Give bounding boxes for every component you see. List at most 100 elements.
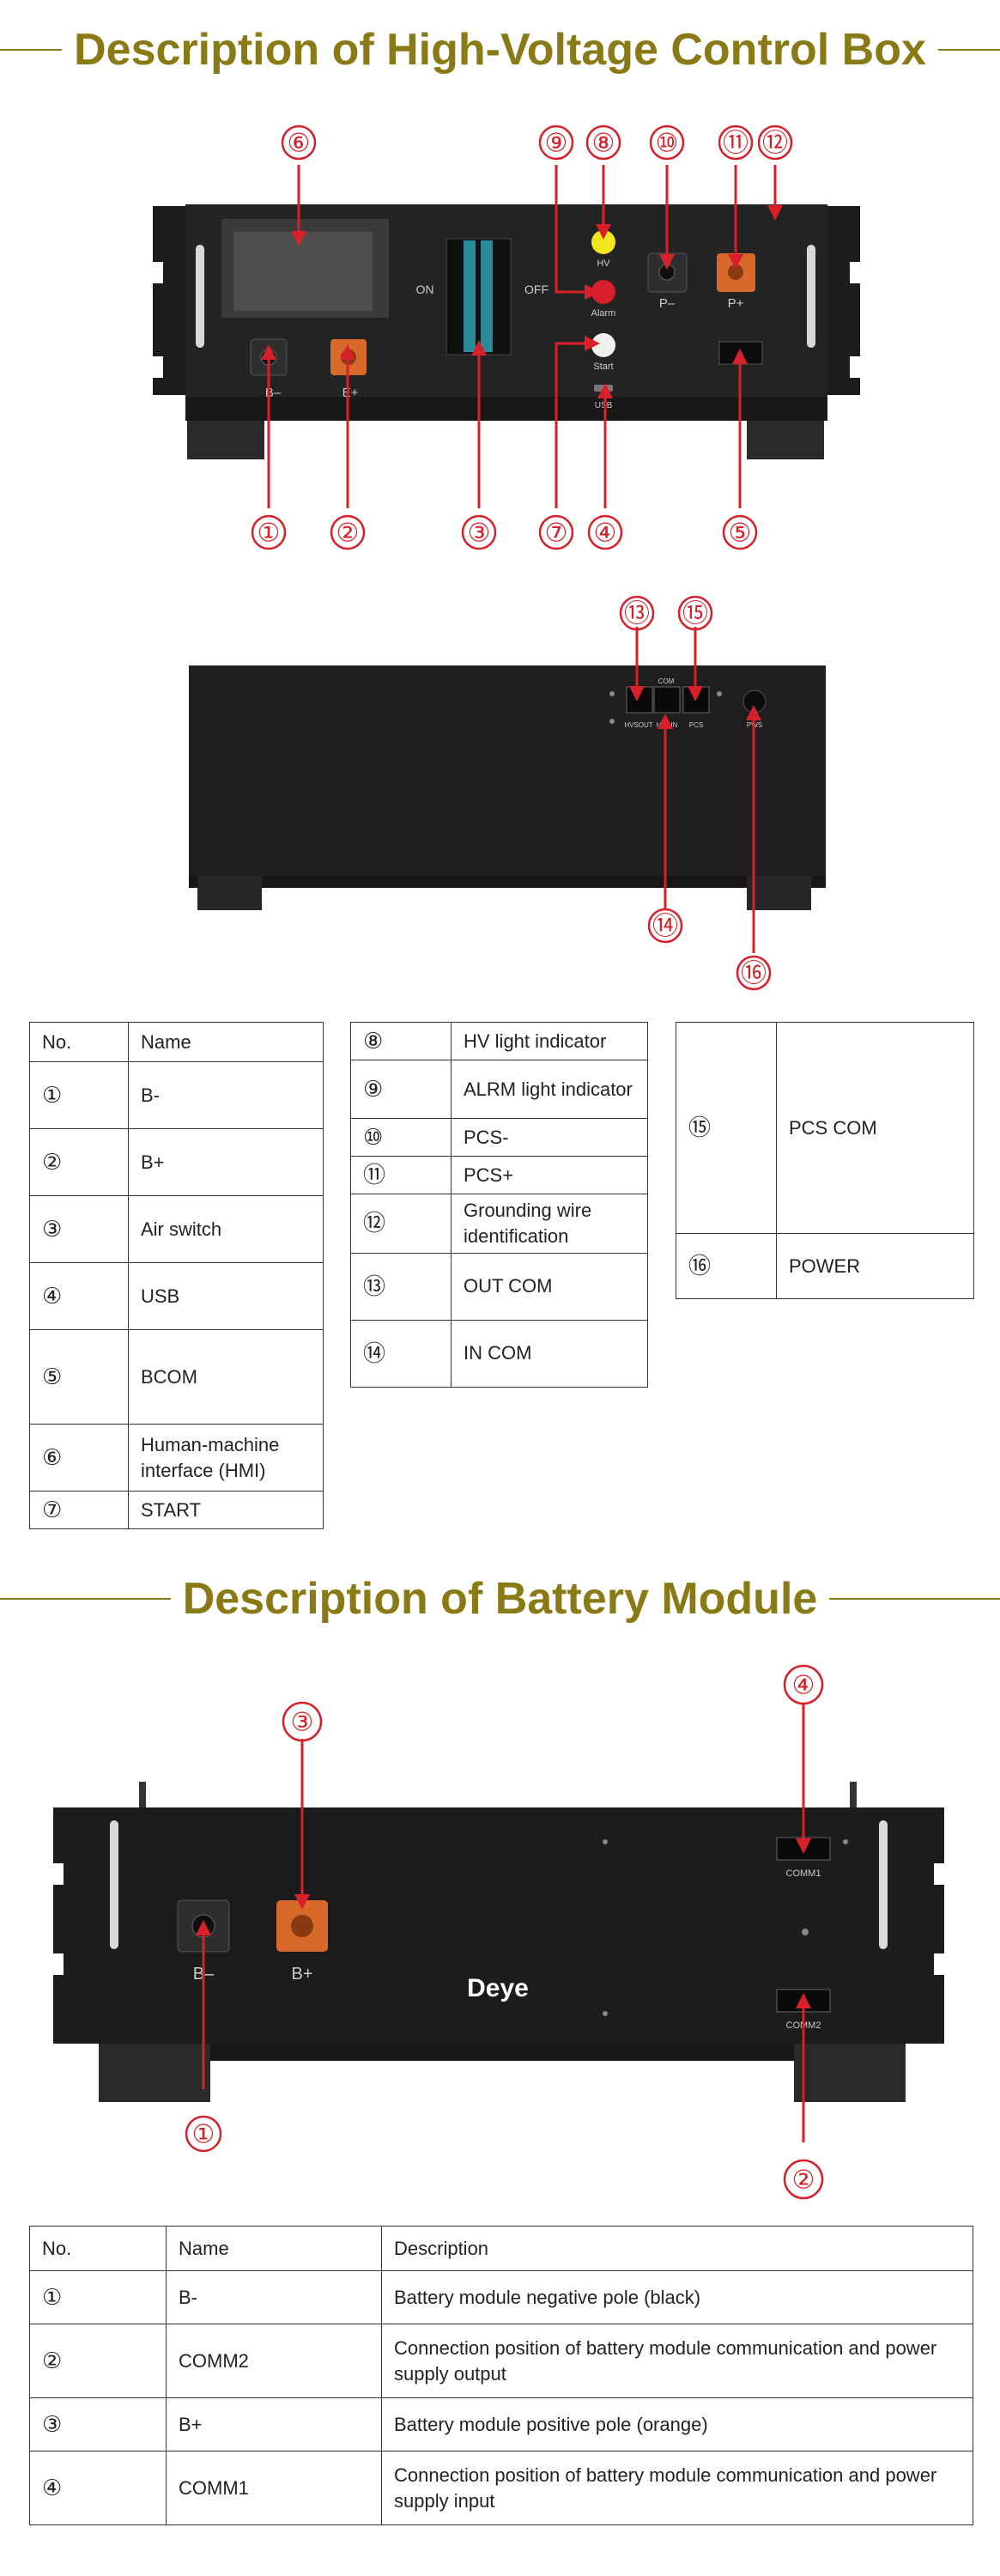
row-number: ① <box>29 2270 167 2324</box>
battery-callout-1: ① <box>185 2115 222 2153</box>
air-switch-housing <box>445 238 512 355</box>
back-foot-left <box>197 876 262 910</box>
table-header-no: No. <box>29 1022 129 1062</box>
callout-15: ⑮ <box>677 595 713 631</box>
row-name: ALRM light indicator <box>451 1060 648 1120</box>
battery-callout-3: ③ <box>282 1701 323 1742</box>
row-number: ③ <box>29 1195 129 1263</box>
callout-6: ⑥ <box>281 125 317 161</box>
svg-text:⑮: ⑮ <box>682 600 708 629</box>
battery-module-diagram: B– B+ Deye COMM1 COMM2 ③ ④ ① ② <box>53 1664 944 2200</box>
power-switch <box>742 690 767 714</box>
battery-chassis <box>53 1807 944 2044</box>
back-base <box>189 876 826 888</box>
hv-box-front-diagram: B– E+ ON OFF HV Alarm Start USB P– P+ ⑥ … <box>153 125 860 550</box>
row-number: ④ <box>29 1262 129 1330</box>
b-plus-label: E+ <box>342 386 359 400</box>
svg-text:⑫: ⑫ <box>762 130 788 158</box>
back-chassis <box>189 665 826 876</box>
row-number: ③ <box>29 2397 167 2451</box>
row-name: OUT COM <box>451 1252 648 1321</box>
svg-text:①: ① <box>192 2121 215 2149</box>
svg-text:⑧: ⑧ <box>592 130 615 158</box>
row-description: Battery module positive pole (orange) <box>381 2397 973 2451</box>
row-name: B- <box>128 1061 324 1129</box>
svg-text:④: ④ <box>792 1672 815 1700</box>
handle-left <box>196 245 204 348</box>
hv-light-indicator <box>591 230 615 254</box>
callout-3: ③ <box>461 514 497 550</box>
comm1-label: COMM1 <box>786 1868 821 1879</box>
battery-base <box>210 2044 794 2061</box>
back-foot-right <box>747 876 811 910</box>
row-number: ⑥ <box>29 1424 129 1492</box>
hv-box-title-bar: Description of High-Voltage Control Box <box>0 24 1000 76</box>
post-left <box>139 1782 146 1807</box>
hvsin-label: HVSIN <box>657 721 678 729</box>
battery-foot-right <box>794 2044 906 2102</box>
screw <box>603 1839 608 1844</box>
arrow-9 <box>555 165 600 300</box>
row-name: PCS COM <box>776 1022 974 1234</box>
callout-9: ⑨ <box>538 125 574 161</box>
svg-text:⑥: ⑥ <box>288 130 311 158</box>
screw-3 <box>717 691 722 696</box>
arrow-7 <box>555 336 600 508</box>
row-name: START <box>128 1490 324 1530</box>
post-right <box>850 1782 857 1807</box>
battery-b-plus-socket <box>291 1915 313 1937</box>
usb-label: USB <box>595 401 613 410</box>
battery-handle-left <box>110 1820 118 1949</box>
table-header-name: Name <box>166 2226 382 2271</box>
air-switch-lever-2 <box>481 240 493 352</box>
screw <box>843 1839 848 1844</box>
battery-handle-right <box>879 1820 888 1949</box>
table-header-name: Name <box>128 1022 324 1062</box>
callout-12: ⑫ <box>757 125 793 161</box>
hmi-screen <box>233 232 373 311</box>
row-name: POWER <box>776 1233 974 1299</box>
row-number: ④ <box>29 2451 167 2525</box>
battery-callout-4: ④ <box>783 1664 824 1705</box>
title-rule-right <box>937 49 1000 51</box>
screw <box>603 2011 608 2016</box>
row-name: PCS- <box>451 1118 648 1157</box>
svg-text:⑭: ⑭ <box>652 913 678 941</box>
svg-text:⑪: ⑪ <box>723 130 748 158</box>
callout-10: ⑩ <box>649 125 685 161</box>
callout-2: ② <box>330 514 366 550</box>
table-header-no: No. <box>29 2226 167 2271</box>
hv-label: HV <box>597 258 610 269</box>
row-number: ① <box>29 1061 129 1129</box>
deye-logo: Deye <box>467 1974 529 2002</box>
callout-8: ⑧ <box>585 125 621 161</box>
svg-text:①: ① <box>258 519 281 548</box>
off-label: OFF <box>524 283 548 296</box>
p-plus-socket <box>728 264 743 280</box>
battery-callout-2: ② <box>783 2159 824 2200</box>
hv-box-title: Description of High-Voltage Control Box <box>74 25 926 75</box>
svg-text:③: ③ <box>468 519 491 548</box>
callout-11: ⑪ <box>718 125 754 161</box>
alarm-light-indicator <box>591 280 615 304</box>
handle-right <box>807 245 815 348</box>
hv-box-foot-right <box>747 421 824 459</box>
battery-foot-left <box>99 2044 210 2102</box>
callout-16: ⑯ <box>736 955 772 991</box>
svg-text:③: ③ <box>291 1709 314 1737</box>
screw <box>802 1929 809 1935</box>
row-name: BCOM <box>128 1329 324 1425</box>
row-number: ⑯ <box>676 1233 777 1299</box>
callout-7: ⑦ <box>538 514 574 550</box>
table-header-description: Description <box>381 2226 973 2271</box>
